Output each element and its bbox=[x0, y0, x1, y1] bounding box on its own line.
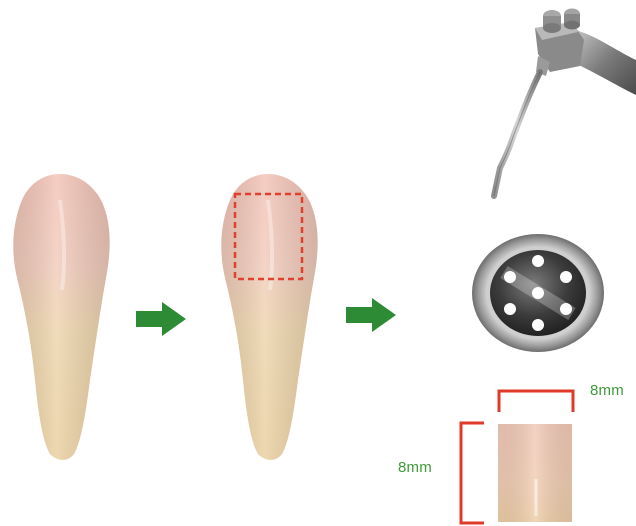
height-bracket bbox=[458, 420, 486, 526]
tooth-original bbox=[0, 170, 120, 470]
tooth-with-section bbox=[208, 170, 328, 470]
right-arrow-icon bbox=[346, 298, 396, 332]
step-arrow-shape bbox=[136, 302, 186, 336]
tooth-section-sample bbox=[498, 424, 572, 522]
width-bracket bbox=[496, 388, 576, 414]
height-dimension-label: 8mm bbox=[398, 459, 432, 476]
dental-handpiece bbox=[480, 0, 636, 210]
step-arrow-shape bbox=[346, 298, 396, 332]
width-dimension-label: 8mm bbox=[590, 382, 624, 399]
diamond-disc bbox=[470, 232, 606, 354]
right-arrow-icon bbox=[136, 302, 186, 336]
